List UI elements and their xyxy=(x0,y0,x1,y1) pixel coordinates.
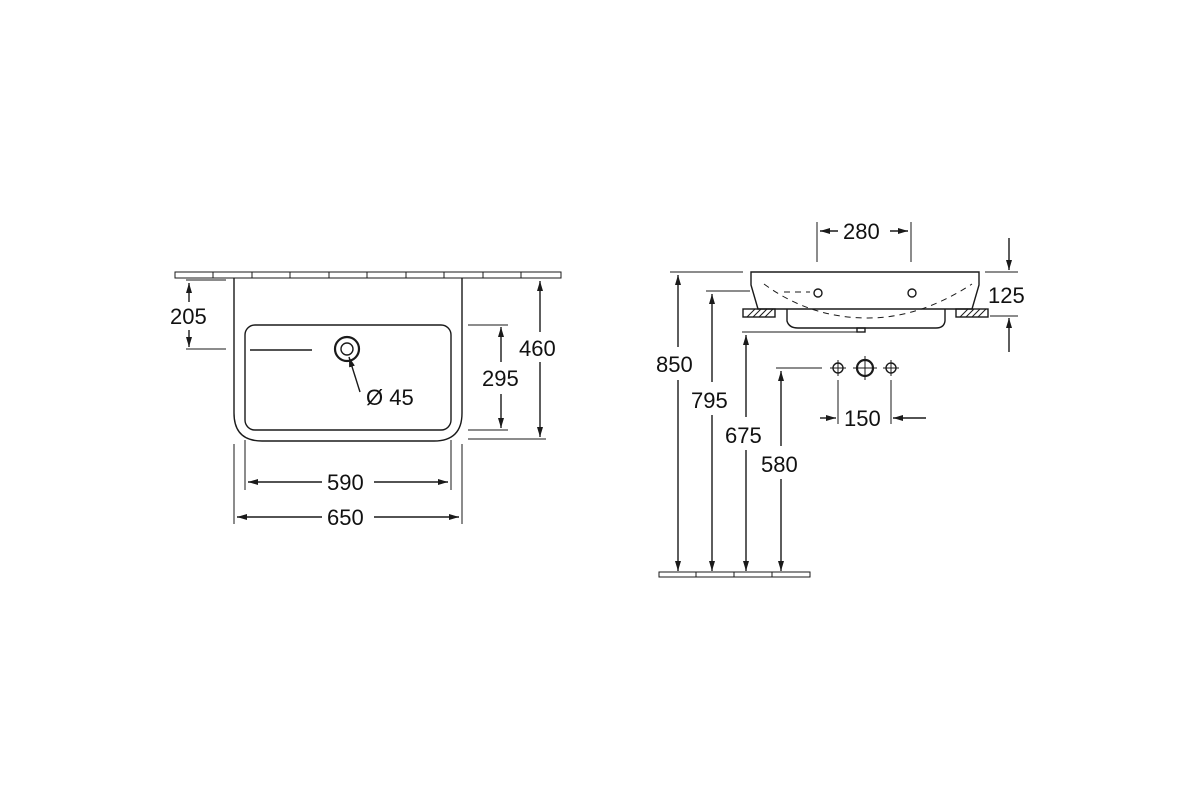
tap-hole-left-icon xyxy=(813,288,823,298)
basin-lower-body xyxy=(786,309,946,329)
dim-125-label: 125 xyxy=(988,283,1025,308)
side-view: 280 xyxy=(656,219,1025,578)
dim-795-label: 795 xyxy=(691,388,728,413)
front-view: Ø 45 205 295 460 xyxy=(170,271,562,530)
dim-drain-label: Ø 45 xyxy=(366,385,414,410)
dim-295-label: 295 xyxy=(482,366,519,391)
basin-profile xyxy=(750,271,980,310)
bowl-hidden-line xyxy=(763,283,973,319)
drain-inner xyxy=(340,342,354,356)
dim-460: 460 xyxy=(468,281,556,440)
dim-280: 280 xyxy=(816,219,912,262)
basin-outline xyxy=(233,278,463,442)
dim-675-label: 675 xyxy=(725,423,762,448)
dim-850-label: 850 xyxy=(656,352,693,377)
dim-150-label: 150 xyxy=(844,406,881,431)
wall-strip xyxy=(174,271,562,279)
dim-280-label: 280 xyxy=(843,219,880,244)
dim-590: 590 xyxy=(244,440,452,495)
dim-205: 205 xyxy=(170,279,226,350)
dim-590-label: 590 xyxy=(327,470,364,495)
supply-connections xyxy=(830,356,899,380)
dim-580: 580 xyxy=(761,367,822,571)
dim-675: 675 xyxy=(725,331,857,571)
wall-bracket-right xyxy=(955,308,989,318)
dim-850: 850 xyxy=(656,271,743,571)
dim-150: 150 xyxy=(820,380,926,431)
drain-leader xyxy=(348,356,361,393)
dim-125: 125 xyxy=(985,238,1025,352)
floor-strip xyxy=(658,571,811,578)
drain-outlet xyxy=(856,327,866,333)
drain-icon xyxy=(333,335,361,363)
tap-hole-right-icon xyxy=(907,288,917,298)
dim-580-label: 580 xyxy=(761,452,798,477)
dim-650: 650 xyxy=(233,444,463,530)
dim-460-label: 460 xyxy=(519,336,556,361)
basin-bowl xyxy=(244,324,452,431)
wall-bracket-left xyxy=(742,308,776,318)
dim-650-label: 650 xyxy=(327,505,364,530)
dim-205-label: 205 xyxy=(170,304,207,329)
dim-795: 795 xyxy=(691,290,750,571)
dim-295: 295 xyxy=(468,324,519,431)
